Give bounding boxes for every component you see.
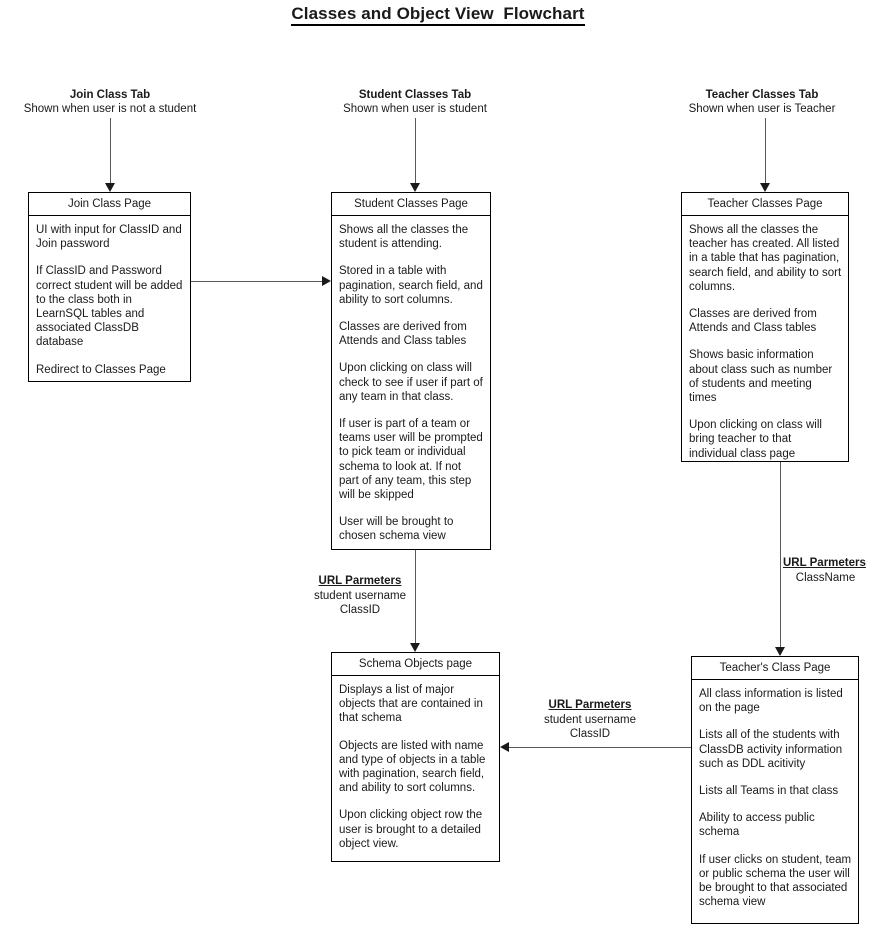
box-student-classes-page[interactable]: Student Classes Page Shows all the class… — [331, 192, 491, 550]
box-paragraph: Shows all the classes the teacher has cr… — [689, 224, 842, 293]
arrowhead-teachers-class-page-to-schema-objects — [500, 742, 509, 752]
box-header: Teacher Classes Page — [682, 193, 848, 216]
arrowhead-join-page-to-student-page — [322, 276, 331, 286]
connector-join-page-to-student-page — [191, 281, 322, 282]
box-paragraph: Lists all of the students with ClassDB a… — [699, 729, 843, 770]
box-paragraph: All class information is listed on the p… — [699, 688, 843, 715]
url-parameters-title: URL Parmeters — [548, 699, 632, 711]
box-paragraph: Shows all the classes the student is att… — [339, 224, 469, 251]
url-parameters-student-to-schema: URL Parmeters student username ClassID — [300, 574, 420, 618]
column-header-join-class-tab: Join Class Tab Shown when user is not a … — [10, 88, 210, 116]
page-title-text: Classes and Object View Flowchart — [291, 4, 585, 26]
box-paragraph: Displays a list of major objects that ar… — [339, 684, 483, 725]
url-parameters-teacher-to-class: URL Parmeters ClassName — [783, 556, 876, 585]
box-header: Join Class Page — [29, 193, 190, 216]
box-paragraph: Upon clicking on class will check to see… — [339, 362, 483, 403]
url-parameters-value: student username — [543, 713, 637, 726]
column-header-subtitle: Shown when user is not a student — [23, 103, 197, 115]
box-paragraph: Redirect to Classes Page — [36, 363, 166, 376]
box-paragraph: UI with input for ClassID and Join passw… — [36, 224, 182, 251]
box-body: Displays a list of major objects that ar… — [332, 676, 499, 858]
connector-student-tab-to-student-page — [415, 118, 416, 184]
box-body: Shows all the classes the teacher has cr… — [682, 216, 848, 468]
box-teacher-classes-page[interactable]: Teacher Classes Page Shows all the class… — [681, 192, 849, 462]
box-join-class-page[interactable]: Join Class Page UI with input for ClassI… — [28, 192, 191, 382]
connector-join-tab-to-join-page — [110, 118, 111, 184]
column-header-subtitle: Shown when user is Teacher — [688, 103, 836, 115]
arrowhead-join-tab-to-join-page — [105, 183, 115, 192]
url-parameters-value: ClassID — [339, 604, 381, 616]
url-parameters-value: ClassID — [569, 728, 611, 740]
arrowhead-student-page-to-schema-objects — [410, 643, 420, 652]
box-teachers-class-page[interactable]: Teacher's Class Page All class informati… — [691, 656, 859, 924]
url-parameters-value: student username — [313, 589, 407, 602]
box-paragraph: Shows basic information about class such… — [689, 349, 833, 405]
box-paragraph: If user clicks on student, team or publi… — [699, 853, 852, 909]
column-header-title: Student Classes Tab — [358, 89, 472, 101]
box-paragraph: Objects are listed with name and type of… — [339, 739, 486, 795]
box-paragraph: Ability to access public schema — [699, 812, 815, 839]
page-title: Classes and Object View Flowchart — [0, 4, 876, 26]
arrowhead-teacher-classes-to-teachers-class-page — [775, 647, 785, 656]
url-parameters-teacher-class-to-schema: URL Parmeters student username ClassID — [528, 698, 652, 742]
box-header: Teacher's Class Page — [692, 657, 858, 680]
connector-student-page-to-schema-objects — [415, 550, 416, 644]
box-paragraph: User will be brought to chosen schema vi… — [339, 516, 454, 543]
box-schema-objects-page[interactable]: Schema Objects page Displays a list of m… — [331, 652, 500, 862]
connector-teacher-tab-to-teacher-page — [765, 118, 766, 184]
box-paragraph: Classes are derived from Attends and Cla… — [689, 308, 817, 335]
arrowhead-student-tab-to-student-page — [410, 183, 420, 192]
column-header-title: Teacher Classes Tab — [705, 89, 819, 101]
url-parameters-title: URL Parmeters — [318, 575, 402, 587]
box-paragraph: Lists all Teams in that class — [699, 785, 839, 798]
box-paragraph: Upon clicking object row the user is bro… — [339, 809, 483, 850]
box-body: Shows all the classes the student is att… — [332, 216, 490, 551]
connector-teacher-classes-to-teachers-class-page — [780, 462, 781, 648]
column-header-teacher-classes-tab: Teacher Classes Tab Shown when user is T… — [667, 88, 857, 116]
url-parameters-title: URL Parmeters — [783, 557, 866, 569]
column-header-subtitle: Shown when user is student — [343, 103, 487, 115]
url-parameters-value: ClassName — [795, 571, 856, 584]
box-paragraph: Upon clicking on class will bring teache… — [689, 419, 822, 460]
column-header-student-classes-tab: Student Classes Tab Shown when user is s… — [320, 88, 510, 116]
box-body: UI with input for ClassID and Join passw… — [29, 216, 190, 384]
box-body: All class information is listed on the p… — [692, 680, 858, 916]
connector-teachers-class-page-to-schema-objects — [509, 747, 691, 748]
box-paragraph: If user is part of a team or teams user … — [339, 418, 483, 502]
box-header: Schema Objects page — [332, 653, 499, 676]
box-paragraph: Stored in a table with pagination, searc… — [339, 265, 483, 306]
box-paragraph: Classes are derived from Attends and Cla… — [339, 321, 467, 348]
column-header-title: Join Class Tab — [69, 89, 151, 101]
box-header: Student Classes Page — [332, 193, 490, 216]
box-paragraph: If ClassID and Password correct student … — [36, 265, 183, 349]
arrowhead-teacher-tab-to-teacher-page — [760, 183, 770, 192]
